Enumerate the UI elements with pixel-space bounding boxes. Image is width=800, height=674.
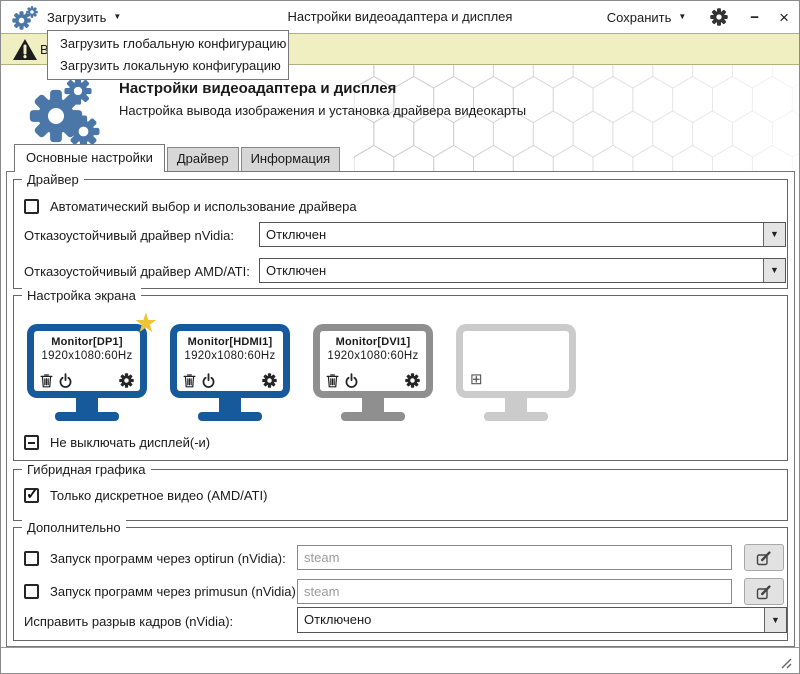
- save-menu-label: Сохранить: [606, 9, 672, 25]
- save-menu-button[interactable]: Сохранить ▼: [607, 10, 687, 25]
- amd-failsafe-label: Отказоустойчивый драйвер AMD/ATI:: [24, 264, 250, 279]
- window-title: Настройки видеоадаптера и дисплея: [287, 9, 513, 24]
- load-menu-label: Загрузить: [47, 9, 107, 25]
- tearing-select[interactable]: Отключено ▼: [297, 607, 787, 633]
- group-screen-setup: Настройка экрана ★ Monitor[DP1] 1920x108…: [13, 288, 788, 461]
- amd-failsafe-value: Отключен: [266, 263, 327, 278]
- keep-display-on-label: Не выключать дисплей(-и): [50, 435, 211, 450]
- optirun-checkbox[interactable]: [24, 551, 39, 566]
- warning-icon: [13, 39, 37, 60]
- auto-driver-label: Автоматический выбор и использование дра…: [50, 199, 357, 214]
- trash-icon[interactable]: [40, 373, 53, 388]
- edit-pencil-icon: [756, 584, 772, 600]
- discrete-only-row: ✓ Только дискретное видео (AMD/ATI): [24, 486, 268, 503]
- monitor-name: Monitor[DVI1]: [335, 336, 411, 348]
- trash-icon[interactable]: [183, 373, 196, 388]
- close-button[interactable]: ×: [779, 7, 789, 27]
- amd-failsafe-select[interactable]: Отключен ▼: [259, 258, 786, 283]
- tab-main-settings[interactable]: Основные настройки: [14, 144, 165, 172]
- monitor-resolution: 1920x1080:60Hz: [327, 350, 419, 362]
- trash-icon[interactable]: [326, 373, 339, 388]
- keep-display-on-row: Не выключать дисплей(-и): [24, 435, 210, 450]
- optirun-label: Запуск программ через optirun (nVidia):: [50, 551, 286, 566]
- chevron-down-icon: ▼: [113, 12, 122, 21]
- auto-driver-checkbox[interactable]: [24, 199, 39, 214]
- optirun-input[interactable]: [297, 545, 732, 570]
- primusrun-row: Запуск программ через primusun (nVidia):: [24, 584, 299, 599]
- page-title: Настройки видеоадаптера и дисплея: [119, 80, 397, 97]
- group-extra-title: Дополнительно: [22, 520, 126, 535]
- warning-text: В: [40, 42, 49, 57]
- optirun-edit-button[interactable]: [744, 544, 784, 571]
- monitor-card-hdmi1[interactable]: Monitor[HDMI1] 1920x1080:60Hz: [170, 324, 290, 421]
- optirun-row: Запуск программ через optirun (nVidia):: [24, 551, 286, 566]
- tabbar: Основные настройки Драйвер Информация: [14, 144, 341, 172]
- nvidia-failsafe-value: Отключен: [266, 227, 327, 242]
- group-hybrid-title: Гибридная графика: [22, 462, 151, 477]
- monitor-name: Monitor[DP1]: [51, 336, 123, 348]
- add-monitor-icon[interactable]: ⊞: [470, 371, 483, 388]
- tab-info[interactable]: Информация: [240, 147, 341, 171]
- auto-driver-row: Автоматический выбор и использование дра…: [24, 199, 357, 214]
- power-icon[interactable]: [58, 373, 73, 388]
- chevron-down-icon: ▼: [770, 265, 779, 275]
- combo-drop-button[interactable]: ▼: [763, 259, 785, 282]
- primusrun-label: Запуск программ через primusun (nVidia):: [50, 584, 300, 599]
- group-screen-title: Настройка экрана: [22, 288, 141, 303]
- monitor-list: ★ Monitor[DP1] 1920x1080:60Hz: [27, 310, 576, 421]
- combo-drop-button[interactable]: ▼: [763, 223, 785, 246]
- primusrun-checkbox[interactable]: [24, 584, 39, 599]
- gear-icon: [710, 8, 729, 26]
- chevron-down-icon: ▼: [770, 229, 779, 239]
- monitor-card-empty[interactable]: ⊞: [456, 324, 576, 421]
- monitor-settings-gear-icon[interactable]: [262, 373, 277, 388]
- monitor-resolution: 1920x1080:60Hz: [184, 350, 276, 362]
- chevron-down-icon: ▼: [678, 12, 687, 21]
- monitor-card-dvi1[interactable]: Monitor[DVI1] 1920x1080:60Hz: [313, 324, 433, 421]
- settings-button[interactable]: [710, 8, 729, 26]
- titlebar: Загрузить ▼ Настройки видеоадаптера и ди…: [1, 1, 799, 33]
- discrete-only-checkbox[interactable]: ✓: [24, 486, 39, 503]
- power-icon[interactable]: [344, 373, 359, 388]
- load-menu-button[interactable]: Загрузить ▼: [47, 7, 121, 27]
- page-subtitle: Настройка вывода изображения и установка…: [119, 103, 527, 118]
- menu-item-load-local[interactable]: Загрузить локальную конфигурацию: [60, 58, 281, 73]
- monitor-card-dp1[interactable]: ★ Monitor[DP1] 1920x1080:60Hz: [27, 310, 158, 421]
- combo-drop-button[interactable]: ▼: [764, 608, 786, 632]
- resize-grip[interactable]: [776, 653, 792, 669]
- monitor-settings-gear-icon[interactable]: [405, 373, 420, 388]
- monitor-name: Monitor[HDMI1]: [187, 336, 273, 348]
- tearing-label: Исправить разрыв кадров (nVidia):: [24, 614, 234, 629]
- nvidia-failsafe-label: Отказоустойчивый драйвер nVidia:: [24, 228, 234, 243]
- minimize-button[interactable]: −: [750, 8, 760, 26]
- chevron-down-icon: ▼: [771, 614, 780, 625]
- check-icon: ✓: [26, 486, 39, 503]
- group-hybrid-graphics: Гибридная графика ✓ Только дискретное ви…: [13, 462, 788, 521]
- group-driver-title: Драйвер: [22, 172, 84, 187]
- load-dropdown-menu: Загрузить глобальную конфигурацию Загруз…: [47, 30, 289, 80]
- status-bar: [1, 647, 799, 673]
- group-driver: Драйвер Автоматический выбор и использов…: [13, 172, 788, 289]
- primusrun-edit-button[interactable]: [744, 578, 784, 605]
- group-extra: Дополнительно Запуск программ через opti…: [13, 520, 788, 641]
- header-gears-icon: [29, 77, 100, 148]
- tab-driver[interactable]: Драйвер: [166, 147, 239, 171]
- titlebar-right-cluster: Сохранить ▼ − ×: [607, 1, 789, 33]
- power-icon[interactable]: [201, 373, 216, 388]
- monitor-resolution: 1920x1080:60Hz: [41, 350, 133, 362]
- menu-item-load-global[interactable]: Загрузить глобальную конфигурацию: [60, 36, 287, 51]
- tearing-value: Отключено: [304, 612, 372, 627]
- hexagon-pattern: [354, 65, 799, 178]
- nvidia-failsafe-select[interactable]: Отключен ▼: [259, 222, 786, 247]
- discrete-only-label: Только дискретное видео (AMD/ATI): [50, 488, 268, 503]
- primusrun-input[interactable]: [297, 579, 732, 604]
- edit-pencil-icon: [756, 550, 772, 566]
- monitor-settings-gear-icon[interactable]: [119, 373, 134, 388]
- keep-display-on-checkbox[interactable]: [24, 435, 39, 450]
- primary-star-icon: ★: [133, 308, 158, 338]
